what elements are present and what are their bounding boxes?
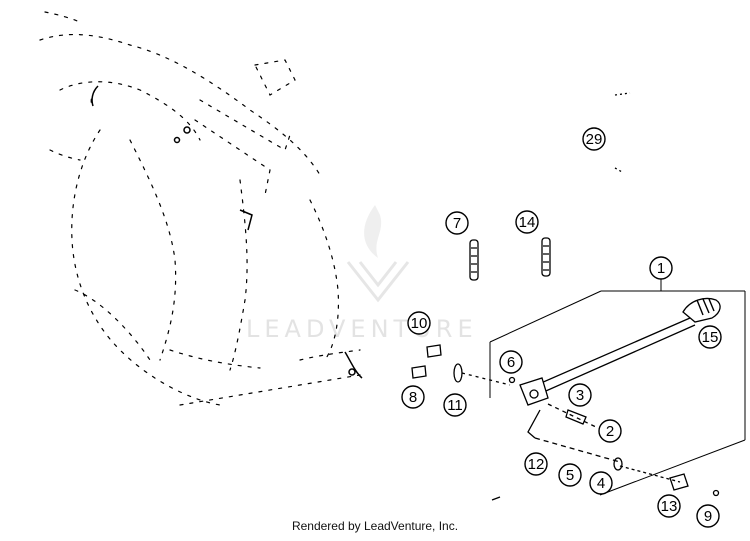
watermark-logo [346, 205, 410, 303]
callout-6[interactable]: 6 [499, 350, 523, 374]
callout-label: 8 [409, 389, 417, 406]
callout-label: 15 [702, 329, 719, 346]
frame-sketch [39, 11, 361, 406]
callout-5[interactable]: 5 [558, 463, 582, 487]
callout-7[interactable]: 7 [445, 211, 469, 235]
callout-label: 11 [447, 397, 463, 414]
callout-label: 3 [576, 387, 584, 404]
callout-label: 13 [661, 498, 678, 515]
callout-15[interactable]: 15 [698, 325, 722, 349]
callout-2[interactable]: 2 [598, 419, 622, 443]
frame-sketch-details [91, 85, 363, 379]
callout-14[interactable]: 14 [515, 210, 539, 234]
callout-3[interactable]: 3 [568, 383, 592, 407]
callout-label: 12 [528, 456, 545, 473]
callout-8[interactable]: 8 [401, 385, 425, 409]
callout-29[interactable]: 29 [582, 127, 606, 151]
callout-label: 6 [507, 354, 515, 371]
callout-12[interactable]: 12 [524, 452, 548, 476]
watermark-text: LEADVENTURE [246, 315, 478, 343]
callout-11[interactable]: 11 [443, 393, 467, 417]
callout-label: 5 [566, 467, 574, 484]
callout-1[interactable]: 1 [649, 256, 673, 280]
callout-4[interactable]: 4 [589, 471, 613, 495]
callout-10[interactable]: 10 [407, 311, 431, 335]
footer-credit: Rendered by LeadVenture, Inc. [291, 519, 459, 533]
callout-label: 10 [411, 315, 428, 332]
callout-9[interactable]: 9 [696, 504, 720, 528]
callout-label: 7 [453, 215, 461, 232]
callout-label: 4 [597, 475, 605, 492]
callout-label: 14 [519, 214, 536, 231]
callout-label: 9 [704, 508, 712, 525]
callout-label: 29 [586, 131, 603, 148]
side-stand-parts [411, 92, 721, 501]
callout-label: 2 [606, 423, 614, 440]
assembly-outline [489, 278, 746, 496]
callout-label: 1 [657, 260, 665, 277]
callout-13[interactable]: 13 [657, 494, 681, 518]
